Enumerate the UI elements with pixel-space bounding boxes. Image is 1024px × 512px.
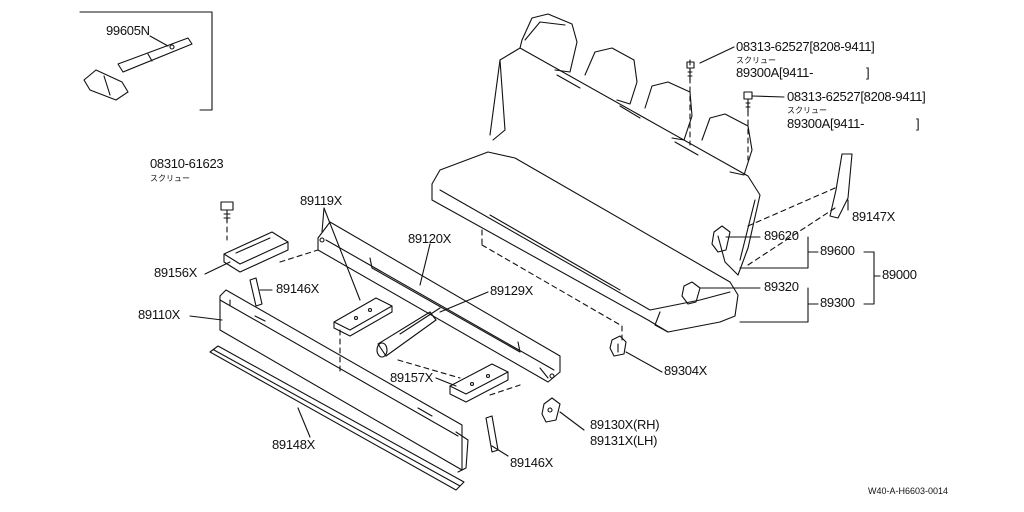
rail-89120X-illustration — [317, 221, 561, 383]
label-89148X: 89148X — [272, 437, 316, 452]
label-99605N: 99605N — [106, 23, 150, 38]
leader-lines — [149, 35, 169, 47]
label-screw-08313-b-part: 08313-62527[8208-9411] — [787, 89, 926, 104]
label-89600: 89600 — [820, 243, 855, 258]
strip-89148X-illustration — [209, 345, 465, 491]
label-screw-08313-b-alt: 89300A[9411- — [787, 116, 865, 131]
label-89000: 89000 — [882, 267, 917, 282]
label-screw-08313-b-note: スクリュー — [787, 106, 827, 115]
label-89130X: 89130X(RH) — [590, 417, 660, 432]
panel-89110X-illustration — [219, 289, 469, 473]
label-screw-08313-a-note: スクリュー — [736, 56, 776, 65]
dashed-guides — [226, 59, 836, 396]
rod-89129X-illustration — [376, 307, 441, 358]
label-89120X: 89120X — [408, 231, 452, 246]
label-89620: 89620 — [764, 228, 799, 243]
bracket-89156X-illustration — [223, 231, 289, 273]
label-screw-08313-b-alt-end: ] — [916, 116, 920, 131]
label-89110X: 89110X — [138, 307, 181, 322]
tray-89119X-illustration — [333, 297, 393, 337]
label-89131X: 89131X(LH) — [590, 433, 658, 448]
hinge-89130X-illustration — [541, 397, 561, 423]
seat-back-illustration — [489, 13, 761, 276]
label-89129X: 89129X — [490, 283, 534, 298]
leader-lines-solid — [189, 46, 849, 457]
label-screw-08313-a-alt-end: ] — [866, 65, 870, 80]
label-89147X: 89147X — [852, 209, 896, 224]
tool-99605N-illustration — [83, 37, 193, 101]
label-89304X: 89304X — [664, 363, 708, 378]
panel-89147X-illustration — [829, 153, 853, 219]
label-screw-08313-a-alt: 89300A[9411- — [736, 65, 814, 80]
label-89146X-b: 89146X — [510, 455, 554, 470]
label-89146X-a: 89146X — [276, 281, 320, 296]
label-89156X: 89156X — [154, 265, 198, 280]
assembly-brackets — [739, 236, 881, 323]
seat-cushion-illustration — [431, 151, 739, 333]
bracket-89157X-illustration — [449, 363, 509, 403]
clip-89146X-a-illustration — [249, 277, 263, 307]
screw-08310 — [220, 201, 234, 223]
clip-89304X-illustration — [609, 335, 627, 357]
label-screw-08313-a-part: 08313-62527[8208-9411] — [736, 39, 875, 54]
inset-frame — [79, 11, 213, 111]
label-89119X: 89119X — [300, 193, 343, 208]
label-89157X: 89157X — [390, 370, 434, 385]
screw-08313-a — [686, 61, 695, 81]
cover-89620-illustration — [711, 225, 731, 253]
drawing-code: W40-A-H6603-0014 — [868, 486, 949, 496]
screw-08313-b — [743, 91, 753, 113]
label-screw-08310-part: 08310-61623 — [150, 156, 224, 171]
label-screw-08310-note: スクリュー — [150, 174, 190, 183]
label-89300: 89300 — [820, 295, 855, 310]
cover-89320-illustration — [681, 281, 701, 305]
label-89320: 89320 — [764, 279, 799, 294]
